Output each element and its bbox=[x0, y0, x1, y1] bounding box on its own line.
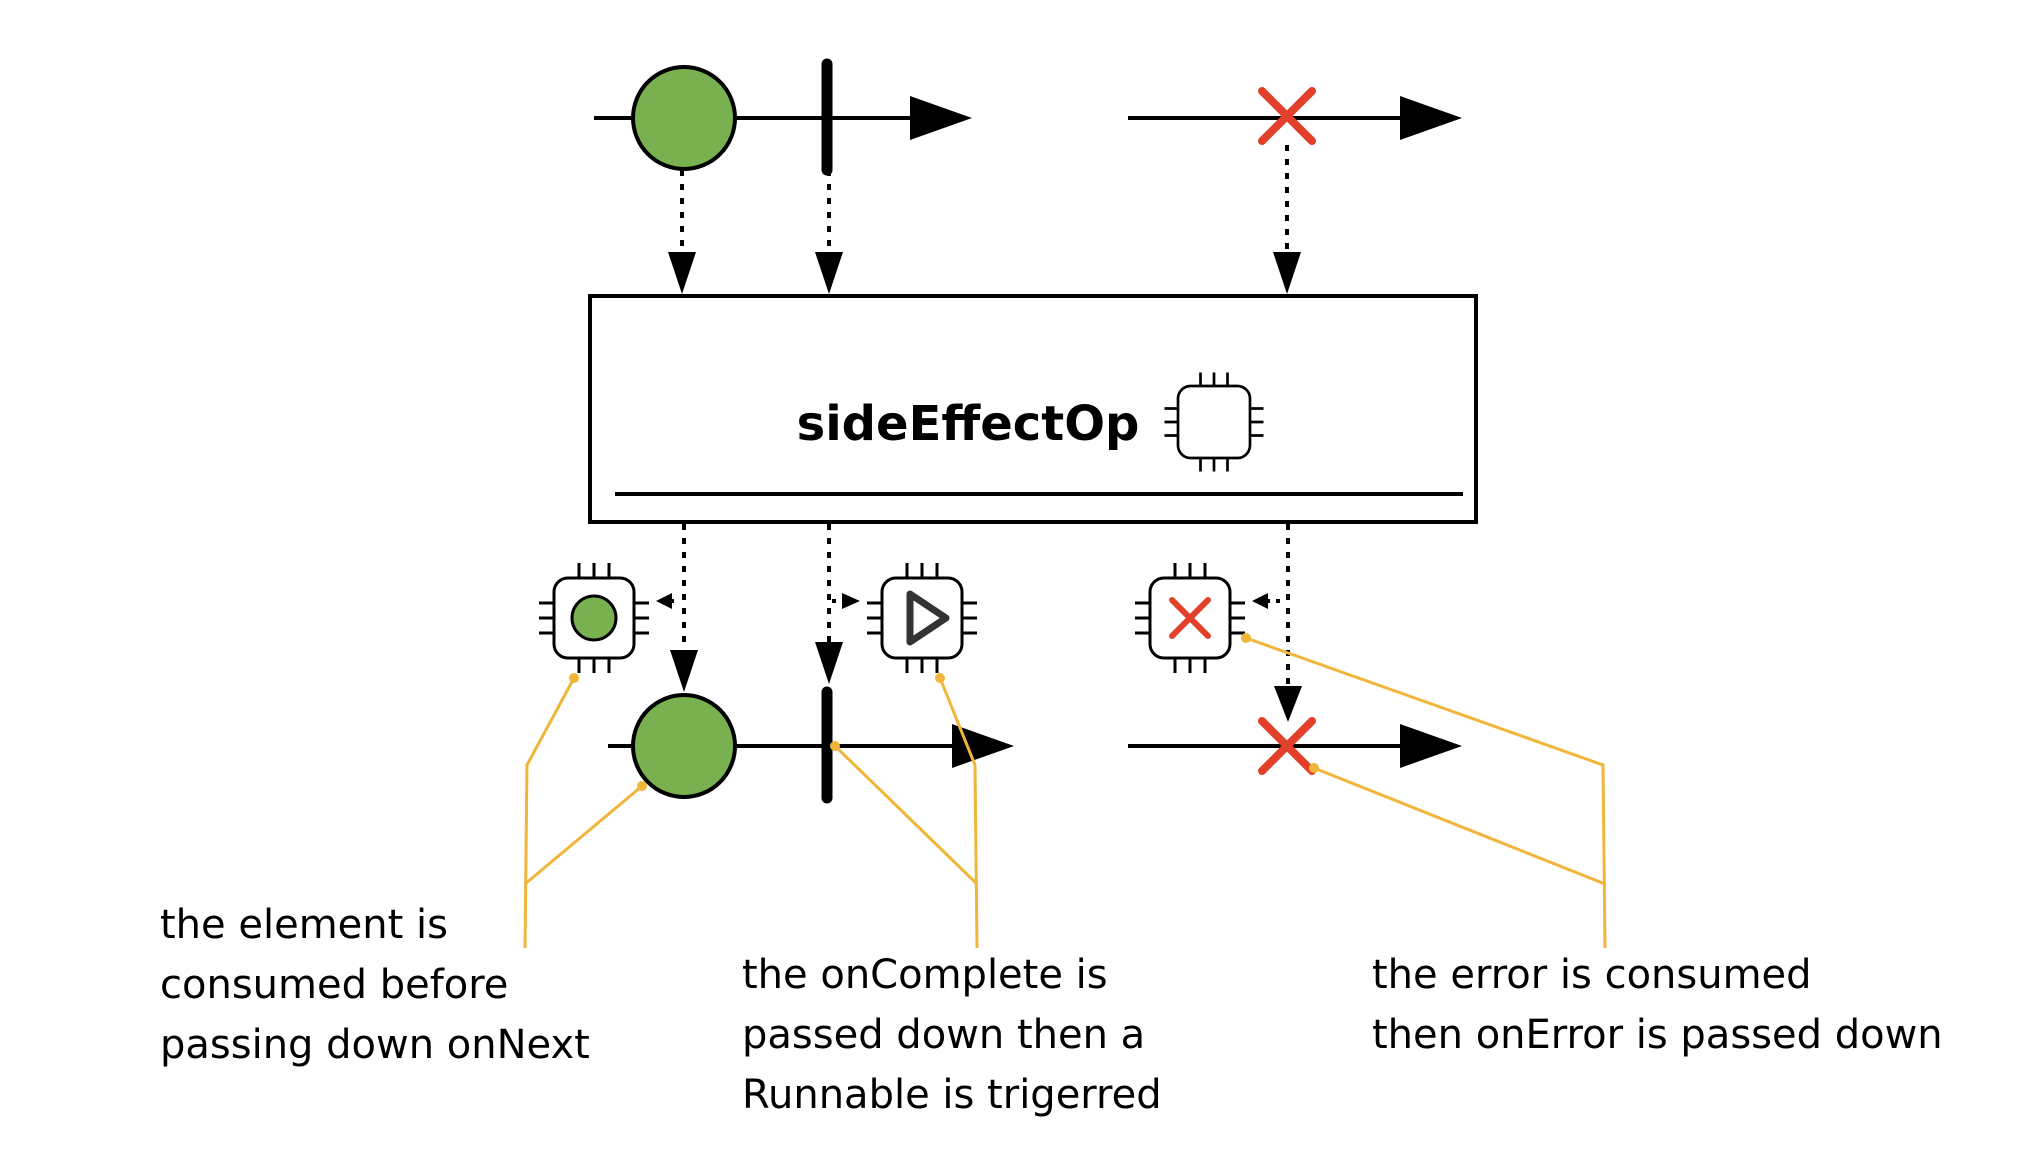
output-arrows bbox=[670, 524, 1302, 722]
callback-error bbox=[1133, 561, 1280, 675]
timeline-arrowhead bbox=[1400, 724, 1462, 768]
callback-complete bbox=[832, 561, 979, 675]
output-arrow-complete bbox=[815, 524, 843, 684]
caption-onnext: the element is consumed before passing d… bbox=[160, 902, 590, 1068]
input-arrow-next bbox=[668, 170, 696, 294]
caption-line: then onError is passed down bbox=[1372, 1012, 1943, 1058]
error-marker bbox=[1258, 717, 1316, 775]
input-arrow-error bbox=[1273, 145, 1301, 294]
error-marker bbox=[1258, 87, 1316, 145]
callout-next bbox=[523, 677, 576, 949]
output-arrow-next bbox=[670, 524, 698, 692]
chip-play-icon bbox=[865, 561, 979, 675]
timeline-arrowhead bbox=[910, 96, 972, 140]
callout-error-branch bbox=[1313, 766, 1606, 886]
result-timeline-1 bbox=[608, 686, 1014, 804]
operator-box: sideEffectOp bbox=[588, 294, 1478, 524]
input-arrow-complete bbox=[815, 170, 843, 294]
source-timeline-2 bbox=[1128, 87, 1462, 145]
caption-line: the onComplete is bbox=[742, 952, 1108, 998]
callout-lines bbox=[523, 636, 1607, 949]
callout-error bbox=[1245, 636, 1607, 949]
chip-circle-icon bbox=[537, 561, 651, 675]
output-arrow-error bbox=[1274, 524, 1302, 722]
result-timeline-2 bbox=[1128, 717, 1462, 775]
chip-cross-icon bbox=[1133, 561, 1247, 675]
caption-line: the element is bbox=[160, 902, 448, 948]
input-arrows bbox=[668, 145, 1301, 294]
callout-complete-branch bbox=[833, 744, 979, 886]
operator-title: sideEffectOp bbox=[797, 396, 1140, 452]
caption-onerror: the error is consumed then onError is pa… bbox=[1372, 952, 1943, 1058]
next-item-marble bbox=[631, 693, 737, 799]
caption-line: Runnable is trigerred bbox=[742, 1072, 1162, 1118]
caption-line: passing down onNext bbox=[160, 1022, 590, 1068]
caption-line: the error is consumed bbox=[1372, 952, 1812, 998]
timeline-arrowhead bbox=[952, 724, 1014, 768]
caption-line: consumed before bbox=[160, 962, 508, 1008]
caption-oncomplete: the onComplete is passed down then a Run… bbox=[742, 952, 1162, 1118]
timeline-arrowhead bbox=[1400, 96, 1462, 140]
caption-line: passed down then a bbox=[742, 1012, 1145, 1058]
callout-next-branch bbox=[524, 784, 643, 886]
source-timeline-1 bbox=[594, 58, 972, 176]
callout-complete bbox=[938, 677, 979, 949]
next-item-marble bbox=[631, 65, 737, 171]
callback-next bbox=[537, 561, 680, 675]
callout-dots bbox=[569, 633, 1319, 791]
